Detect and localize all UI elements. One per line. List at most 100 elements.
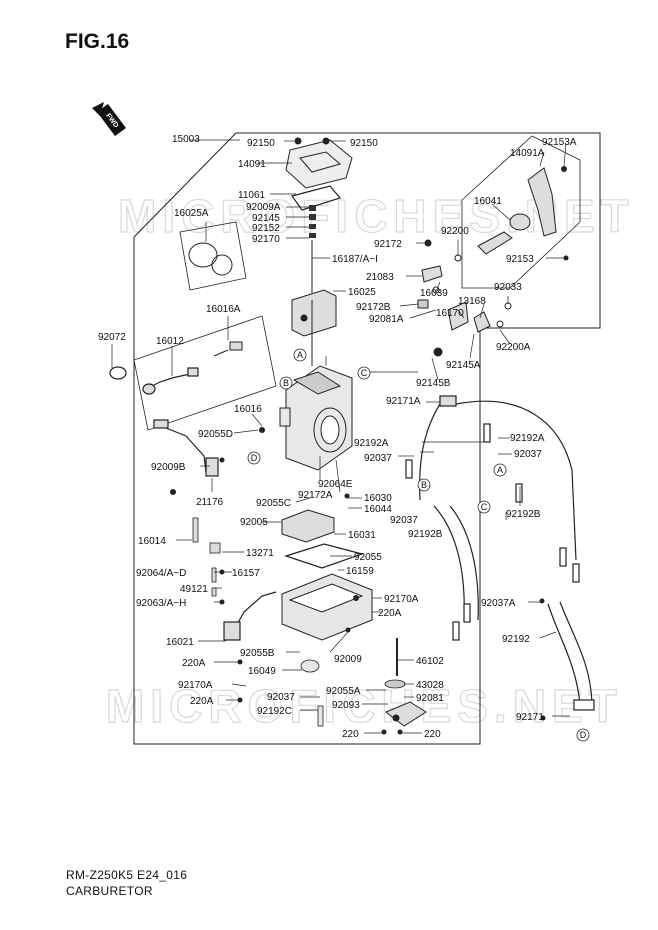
choke-harness-16021 [223, 591, 277, 641]
part-label: 16016A [206, 304, 241, 315]
part-label: 220A [190, 696, 214, 707]
part-label: 43028 [416, 680, 444, 691]
part-label: 92152 [252, 223, 280, 234]
part-label: 92005 [240, 517, 268, 528]
svg-text:D: D [580, 730, 587, 740]
svg-text:C: C [361, 368, 368, 378]
part-label: 92192A [354, 438, 389, 449]
gasket-16159 [284, 543, 365, 569]
drain-plug-16049 [300, 659, 320, 673]
part-label: 16012 [156, 336, 184, 347]
svg-text:A: A [497, 465, 503, 475]
part-label: 92170A [178, 680, 213, 691]
part-label: 92055C [256, 498, 291, 509]
part-label: 21176 [196, 497, 224, 508]
part-label: 92170A [384, 594, 419, 605]
svg-text:A: A [297, 350, 303, 360]
part-label: 92150 [350, 138, 378, 149]
part-label: 92192B [506, 509, 541, 520]
carburetor-body [279, 365, 353, 471]
part-label: 92170 [252, 234, 280, 245]
part-label: 92055B [240, 648, 275, 659]
float-chamber [281, 573, 373, 641]
part-label: 92192C [257, 706, 292, 717]
leader-lines [111, 139, 570, 734]
throttle-shaft-parts [417, 239, 512, 357]
part-label: 21083 [366, 272, 394, 283]
part-label: 16044 [364, 504, 392, 515]
ring-92072 [109, 366, 127, 380]
callout-marker-d1: D [247, 451, 261, 465]
svg-text:D: D [251, 453, 258, 463]
needle-clip-stack [309, 205, 316, 300]
part-label: 220 [342, 729, 359, 740]
part-label: 92153A [542, 137, 577, 148]
part-label: 16041 [474, 196, 502, 207]
part-label: 92009B [151, 462, 186, 473]
part-label: 220A [182, 658, 206, 669]
part-label: 92145A [446, 360, 481, 371]
svg-text:B: B [421, 480, 427, 490]
part-label: 14091 [238, 159, 266, 170]
callout-marker-a1: A [293, 348, 307, 362]
gasket-11061 [291, 185, 342, 211]
figure-title: FIG.16 [65, 30, 130, 53]
part-label: 92192B [408, 529, 443, 540]
part-label: 92172A [298, 490, 333, 501]
callout-marker-b2: B [417, 478, 431, 492]
part-label: 92192 [502, 634, 530, 645]
callout-marker-b1: B [279, 376, 293, 390]
part-label: 92150 [247, 138, 275, 149]
part-label: 92055 [354, 552, 382, 563]
part-label: 46102 [416, 656, 444, 667]
part-label: 92037A [481, 598, 516, 609]
part-label: 16030 [364, 493, 392, 504]
part-label: 16014 [138, 536, 166, 547]
hose-16012 [142, 367, 199, 395]
part-label: 92033 [494, 282, 522, 293]
part-label: 92200 [441, 226, 469, 237]
part-label: 16025A [174, 208, 209, 219]
throttle-pulley [477, 167, 557, 255]
spring-16016a [213, 341, 243, 357]
part-label: 92037 [514, 449, 542, 460]
part-label: 16049 [248, 666, 276, 677]
group-box-16041 [461, 135, 581, 289]
model-code: RM-Z250K5 E24_016 [66, 868, 188, 882]
part-label: 16159 [346, 566, 374, 577]
watermark-lower: MICROFICHES.NET [106, 680, 623, 732]
callout-marker-c1: C [357, 366, 371, 380]
part-label: 92009 [334, 654, 362, 665]
part-labels: 15003 92150 92150 14091 11061 92009 A 921… [98, 134, 577, 740]
part-label: 16170 [436, 308, 464, 319]
part-label: 11061 [238, 190, 266, 201]
part-label: 92037 [390, 515, 418, 526]
part-label: 15003 [172, 134, 200, 145]
part-label: 16039 [420, 288, 448, 299]
part-label: 92063/A~H [136, 598, 186, 609]
diaphragm-16025a [188, 242, 233, 276]
part-label: 92171 [516, 712, 544, 723]
part-label: 92072 [98, 332, 126, 343]
part-label: 92145 [252, 213, 280, 224]
hose-92192 [547, 601, 595, 711]
part-label: 49121 [180, 584, 208, 595]
callout-marker-a2: A [493, 463, 507, 477]
part-label: 92064E [318, 479, 353, 490]
assembly-outline [133, 132, 601, 745]
group-box-16016a [133, 315, 277, 431]
callout-marker-c2: C [477, 500, 491, 514]
part-label: 92172B [356, 302, 391, 313]
part-label: 16016 [234, 404, 262, 415]
part-label: 92172 [374, 239, 402, 250]
part-label: 92145B [416, 378, 451, 389]
part-label: 92037 [267, 692, 295, 703]
part-label: 92081 [416, 693, 444, 704]
part-label: 16021 [166, 637, 194, 648]
screw-92192c [317, 705, 324, 727]
part-label: 16157 [232, 568, 260, 579]
throttle-valve-16025 [291, 289, 337, 337]
svg-text:C: C [481, 502, 488, 512]
